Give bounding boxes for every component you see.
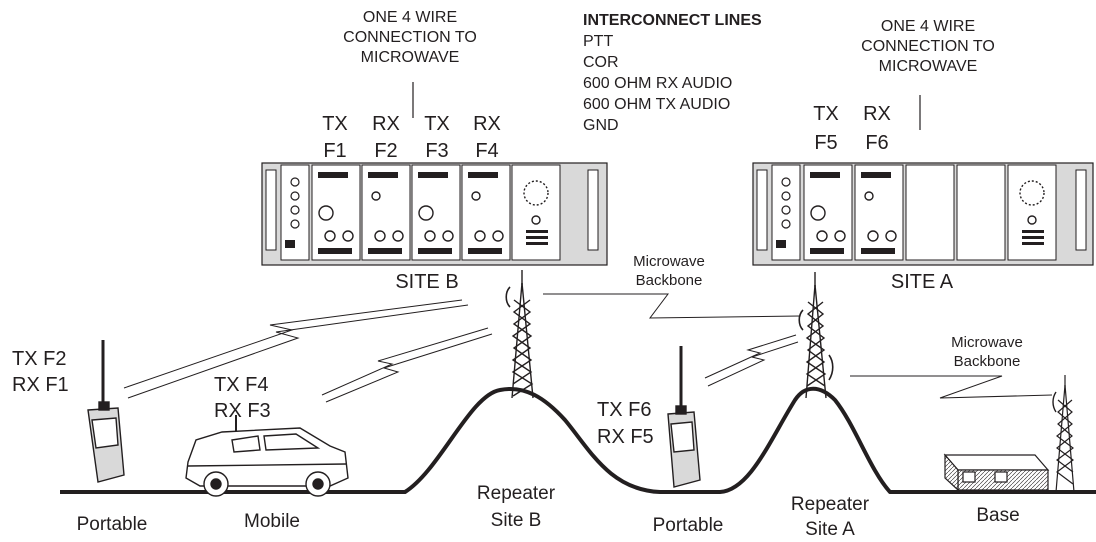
site-a-microwave-note: ONE 4 WIRE CONNECTION TO MICROWAVE bbox=[861, 18, 995, 75]
microwave-backbone-label-1: Microwave Backbone bbox=[633, 253, 705, 289]
site-b-module-4-mode: RX bbox=[473, 113, 501, 135]
mobile-label: Mobile bbox=[244, 511, 300, 532]
interconnect-title: INTERCONNECT LINES bbox=[583, 12, 762, 29]
base-label: Base bbox=[976, 505, 1020, 526]
site-a-module-2-freq: F6 bbox=[865, 132, 889, 154]
portable-2-frequencies: TX F6 RX F5 bbox=[597, 399, 654, 448]
site-b-module-2-mode: RX bbox=[372, 113, 400, 135]
mobile-vehicle bbox=[185, 415, 349, 497]
interconnect-line: PTT bbox=[583, 33, 614, 50]
site-b-module-cards bbox=[311, 164, 561, 261]
microwave-backbone-label-2: Microwave Backbone bbox=[951, 334, 1023, 370]
mobile-frequencies: TX F4 RX F3 bbox=[214, 374, 271, 422]
repeater-a-label: Repeater Site A bbox=[790, 494, 870, 540]
site-b-label: SITE B bbox=[395, 271, 459, 293]
site-b-rack bbox=[261, 162, 608, 266]
site-b-module-3-mode: TX bbox=[424, 113, 450, 135]
portable-1-label: Portable bbox=[76, 514, 148, 535]
microwave-link-a-base bbox=[850, 375, 1053, 399]
portable-radio-1 bbox=[87, 340, 125, 483]
site-b-module-4-freq: F4 bbox=[475, 140, 499, 162]
interconnect-line: GND bbox=[583, 117, 619, 134]
rf-links bbox=[123, 299, 799, 403]
site-a-module-1-mode: TX bbox=[813, 103, 839, 125]
site-b-module-1-freq: F1 bbox=[323, 140, 347, 162]
site-b-microwave-note: ONE 4 WIRE CONNECTION TO MICROWAVE bbox=[343, 9, 477, 66]
interconnect-line: 600 OHM RX AUDIO bbox=[583, 75, 733, 92]
repeater-b-label: Repeater Site B bbox=[476, 483, 556, 531]
site-a-module-cards bbox=[803, 164, 1057, 261]
portable-radio-2 bbox=[667, 346, 701, 488]
base-building bbox=[943, 453, 1050, 492]
interconnect-line: COR bbox=[583, 54, 619, 71]
base-tower bbox=[1052, 375, 1075, 493]
repeater-b-tower bbox=[505, 270, 534, 399]
portable-1-frequencies: TX F2 RX F1 bbox=[12, 348, 69, 396]
portable-2-label: Portable bbox=[652, 515, 724, 536]
interconnect-lines: INTERCONNECT LINES PTT COR 600 OHM RX AU… bbox=[583, 10, 762, 136]
site-a-label: SITE A bbox=[890, 271, 954, 293]
site-b-module-2-freq: F2 bbox=[374, 140, 398, 162]
repeater-a-tower bbox=[798, 272, 834, 399]
microwave-link-b-a bbox=[543, 293, 801, 319]
site-a-module-1-freq: F5 bbox=[814, 132, 838, 154]
terrain bbox=[60, 386, 1096, 494]
site-b-module-3-freq: F3 bbox=[425, 140, 449, 162]
interconnect-line: 600 OHM TX AUDIO bbox=[583, 96, 731, 113]
site-a-rack bbox=[752, 162, 1094, 266]
site-b-module-1-mode: TX bbox=[322, 113, 348, 135]
site-a-module-2-mode: RX bbox=[863, 103, 891, 125]
